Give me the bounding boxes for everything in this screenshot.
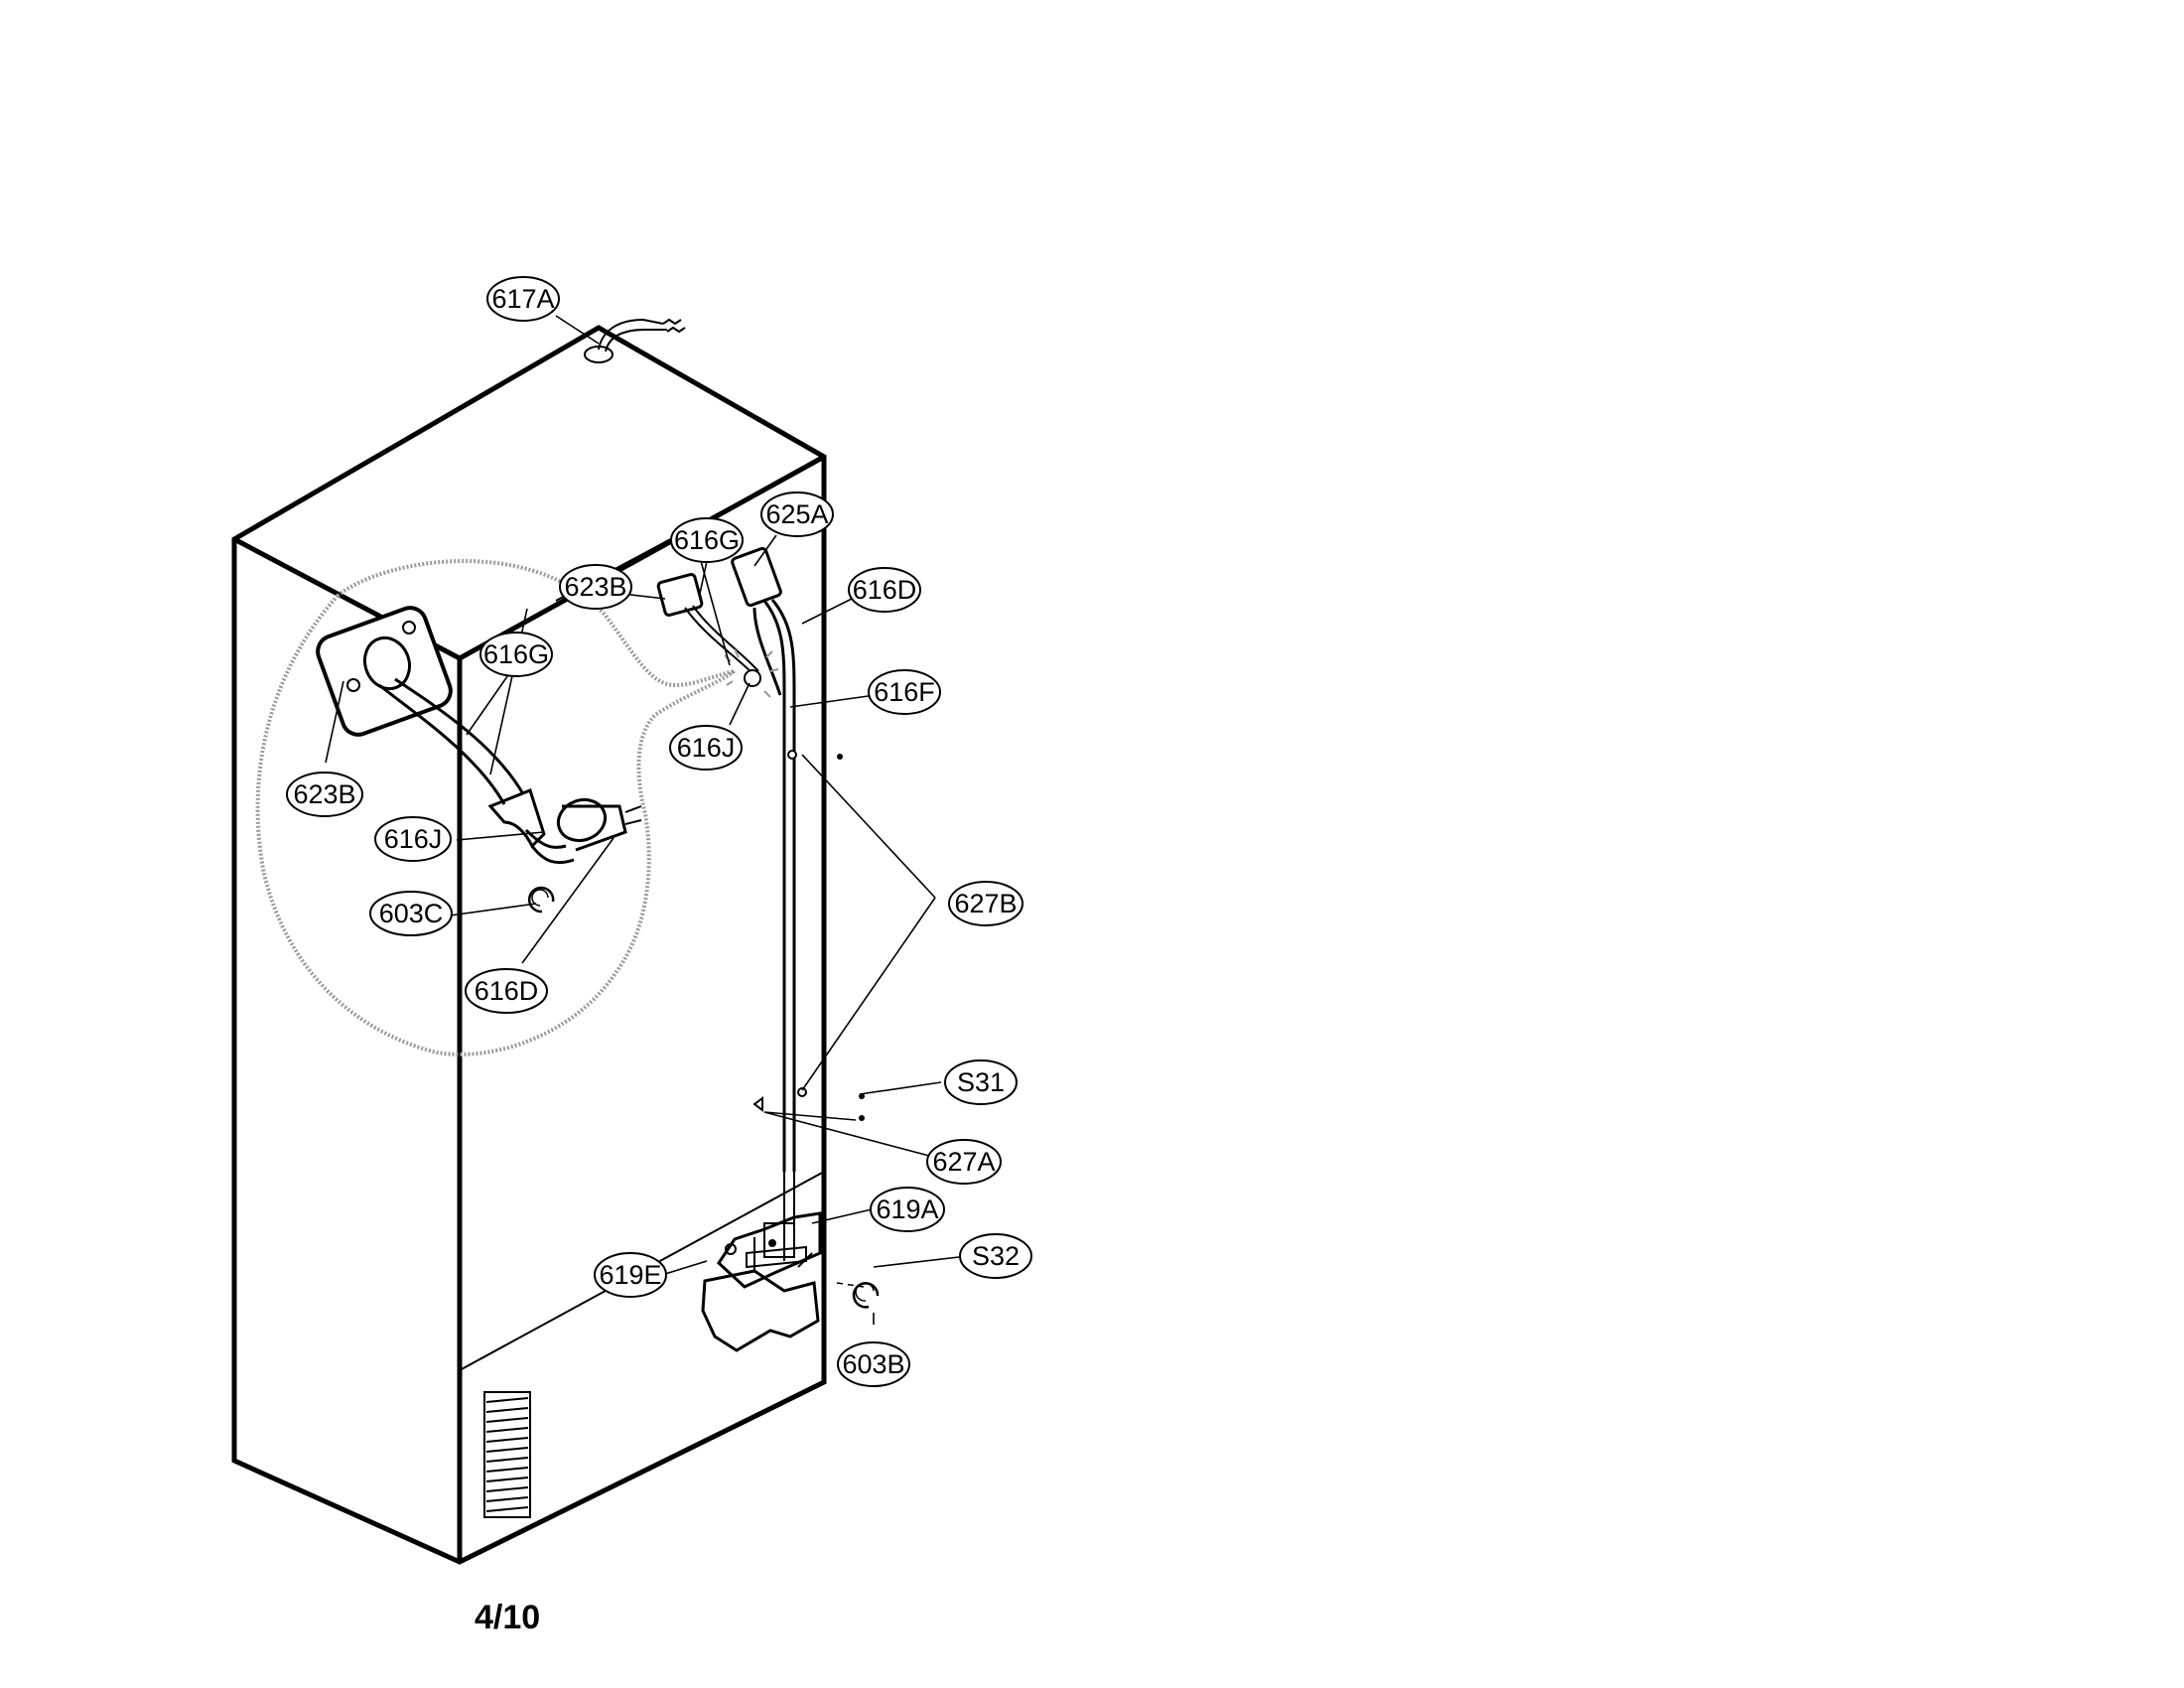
vent-grille: [483, 1391, 531, 1518]
callout-623b-detail: 623B: [286, 772, 363, 817]
page-number: 4/10: [475, 1599, 541, 1636]
callout-619e: 619E: [594, 1252, 667, 1298]
callout-label: 625A: [765, 499, 828, 529]
callout-616g-detail: 616G: [479, 632, 553, 677]
callout-616j-upper: 616J: [669, 725, 743, 771]
callout-616j-detail: 616J: [374, 816, 452, 862]
callout-616f: 616F: [868, 669, 941, 715]
callout-616d-upper: 616D: [848, 567, 921, 613]
callout-label: 616J: [677, 733, 736, 763]
callout-label: 616F: [874, 677, 935, 707]
detail-components: [316, 606, 642, 914]
callout-616d-detail: 616D: [465, 968, 548, 1014]
callout-label: 616J: [384, 824, 443, 854]
callout-s32: S32: [959, 1233, 1032, 1279]
callout-label: 619E: [599, 1260, 661, 1290]
callout-s31: S31: [944, 1059, 1018, 1105]
callout-label: 623B: [564, 572, 626, 602]
callout-label: 627B: [954, 889, 1017, 918]
callout-label: 627A: [932, 1147, 995, 1177]
wire-harness: [656, 546, 865, 1172]
callout-619a: 619A: [870, 1187, 945, 1232]
callout-616g-upper: 616G: [670, 517, 744, 563]
callout-label: 616G: [483, 639, 549, 669]
callout-603c: 603C: [369, 891, 453, 936]
snap-ring-603b: [852, 1282, 880, 1309]
callout-617a: 617A: [486, 276, 560, 322]
callout-label: 603B: [842, 1349, 904, 1379]
callout-627a: 627A: [926, 1139, 1002, 1185]
callout-603b: 603B: [837, 1341, 910, 1387]
callout-label: 619A: [876, 1195, 938, 1224]
callout-label: 616G: [674, 525, 740, 555]
callout-label: 617A: [491, 284, 554, 314]
callout-label: 616D: [853, 575, 917, 605]
callout-625a: 625A: [760, 492, 834, 537]
callout-label: 616D: [475, 976, 539, 1006]
top-grommet: [584, 318, 686, 363]
detail-bubble: [255, 559, 737, 1056]
callout-623b-upper: 623B: [559, 564, 632, 610]
leader-lines: [325, 315, 960, 1325]
callout-label: 623B: [293, 779, 355, 809]
callout-label: S32: [972, 1241, 1020, 1271]
valve-assembly: [701, 1172, 822, 1352]
callout-label: S31: [957, 1067, 1005, 1097]
refrigerator-cabinet: [231, 325, 827, 1565]
callout-label: 603C: [379, 899, 444, 928]
callout-627b: 627B: [948, 881, 1024, 926]
